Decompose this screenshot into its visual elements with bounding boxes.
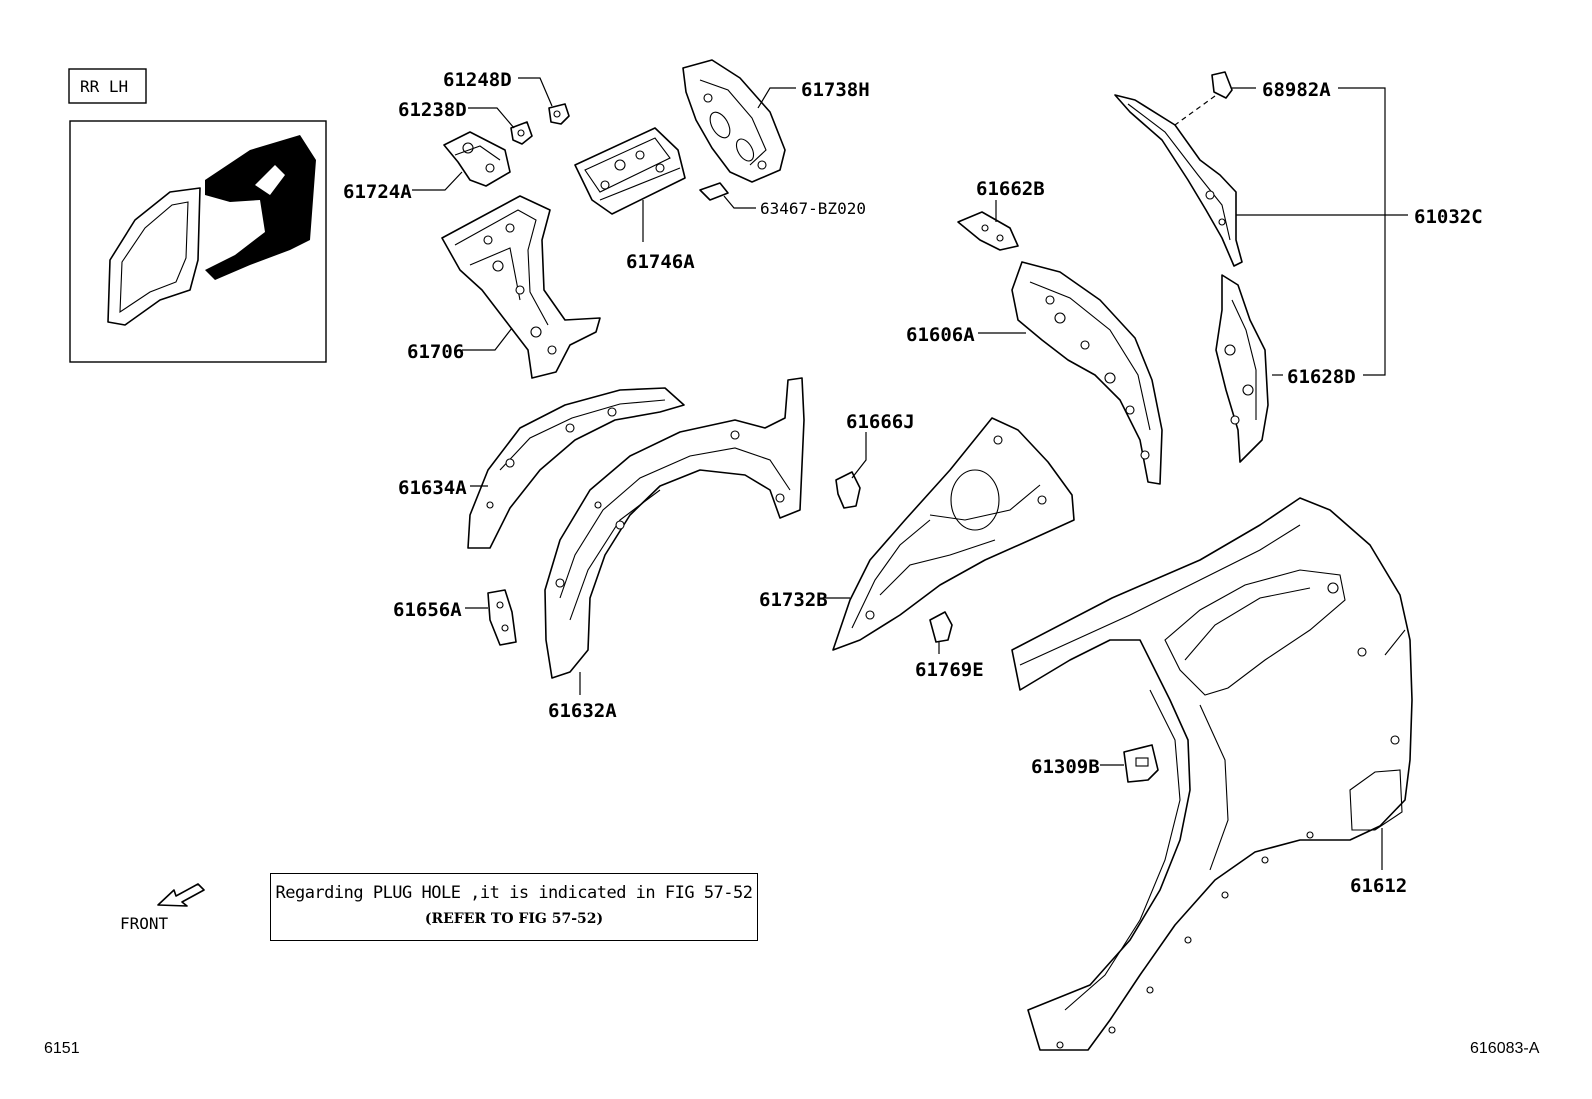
label-61634A: 61634A — [398, 477, 467, 499]
figure-code: 616083-A — [1470, 1040, 1540, 1057]
part-68982A-clip — [1167, 71, 1256, 131]
part-61606A-wheelhouse-inner — [978, 261, 1163, 485]
part-61746A-panel — [574, 127, 686, 242]
label-61612: 61612 — [1350, 875, 1407, 897]
part-61769E-bracket — [929, 611, 953, 654]
index-thumbnail — [69, 120, 327, 363]
plug-hole-note: Regarding PLUG HOLE ,it is indicated in … — [270, 873, 758, 941]
label-61238D: 61238D — [398, 99, 467, 121]
bracket-61032C-group — [1236, 87, 1408, 376]
label-61666J: 61666J — [846, 411, 915, 433]
part-61248D-bracket — [518, 77, 570, 125]
label-61032C: 61032C — [1414, 206, 1483, 228]
label-61662B: 61662B — [976, 178, 1045, 200]
part-61706-pillar — [441, 195, 601, 379]
page-code: 6151 — [44, 1040, 80, 1057]
part-61238D-bracket — [468, 107, 533, 145]
label-61769E: 61769E — [915, 659, 984, 681]
index-label-box: RR LH — [68, 68, 147, 104]
label-61632A: 61632A — [548, 700, 617, 722]
part-61612-quarter-panel — [1011, 497, 1413, 1051]
label-63467-BZ020: 63467-BZ020 — [760, 199, 866, 218]
front-label: FRONT — [120, 914, 169, 933]
label-61606A: 61606A — [906, 324, 975, 346]
part-61732B-inner-panel — [823, 417, 1075, 651]
label-61248D: 61248D — [443, 69, 512, 91]
part-61309B-plate — [1100, 744, 1159, 783]
label-61732B: 61732B — [759, 589, 828, 611]
label-61309B: 61309B — [1031, 756, 1100, 778]
part-labels: 61248D 61238D 61724A 61738H 61746A 63467… — [343, 69, 1483, 897]
front-arrow-icon — [157, 883, 205, 907]
label-68982A: 68982A — [1262, 79, 1331, 101]
part-61738H-reinforcement — [682, 59, 796, 183]
part-61032C-bracket — [1114, 94, 1243, 267]
label-61738H: 61738H — [801, 79, 870, 101]
part-61634A-extension — [467, 387, 685, 549]
part-61656A-plate — [465, 589, 517, 646]
note-line-2: (REFER TO FIG 57-52) — [424, 911, 604, 927]
index-label: RR LH — [80, 77, 128, 96]
label-61628D: 61628D — [1287, 366, 1356, 388]
part-61632A-wheelhouse-outer — [544, 377, 805, 695]
part-61666J-bracket — [835, 432, 867, 509]
label-61656A: 61656A — [393, 599, 462, 621]
part-61662B-bracket — [957, 200, 1019, 251]
label-61746A: 61746A — [626, 251, 695, 273]
note-line-1: Regarding PLUG HOLE ,it is indicated in … — [275, 883, 753, 903]
part-63467-BZ020-clip — [699, 182, 756, 209]
part-61628D-panel — [1215, 274, 1283, 463]
label-61724A: 61724A — [343, 181, 412, 203]
part-61724A-bracket — [412, 131, 511, 191]
label-61706: 61706 — [407, 341, 464, 363]
